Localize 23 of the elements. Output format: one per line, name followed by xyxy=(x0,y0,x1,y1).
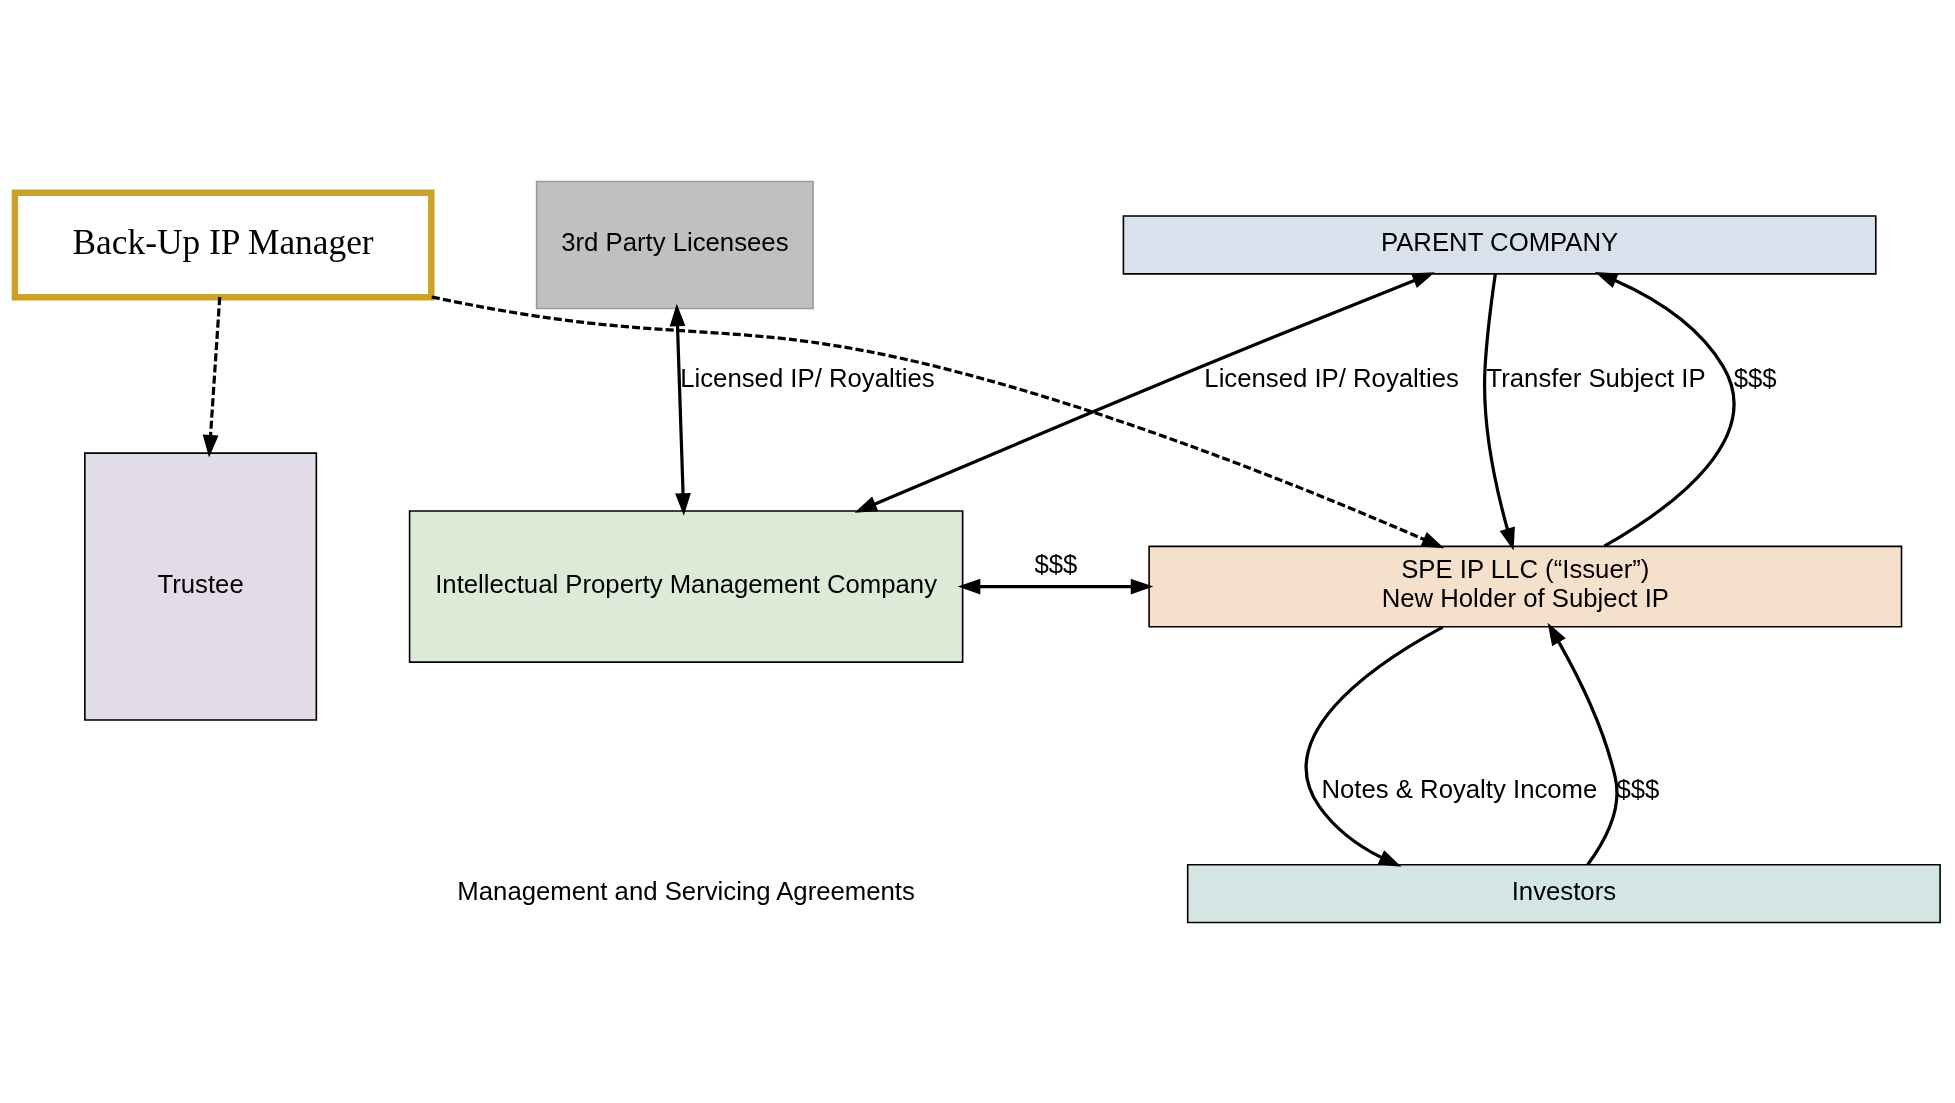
node-box: 3rd Party Licensees xyxy=(535,180,814,309)
node-box: Back-Up IP Manager xyxy=(11,188,435,300)
edge-label: $$$ xyxy=(1034,549,1078,578)
node-box: SPE IP LLC (“Issuer”) New Holder of Subject IP xyxy=(1148,545,1903,628)
arrow xyxy=(854,271,1435,513)
node-box: Investors xyxy=(1186,863,1941,923)
node-box: Intellectual Property Management Company xyxy=(408,509,964,663)
edge-label: Licensed IP/ Royalties xyxy=(1204,363,1459,392)
arrow xyxy=(669,303,691,516)
arrow xyxy=(431,294,1445,548)
arrow xyxy=(1304,625,1444,867)
arrow xyxy=(202,296,222,458)
label: Management and Servicing Agreements xyxy=(457,876,915,905)
arrow xyxy=(1594,271,1736,548)
edge-label: Licensed IP/ Royalties xyxy=(680,363,935,392)
edge-label: Transfer Subject IP xyxy=(1486,363,1706,392)
edge-label: $$$ xyxy=(1733,363,1777,392)
arrow xyxy=(1483,273,1515,550)
node-box: Trustee xyxy=(84,451,318,721)
arrow xyxy=(957,578,1154,594)
node-box: PARENT COMPANY xyxy=(1122,214,1877,275)
edge-label: Notes & Royalty Income xyxy=(1321,774,1598,803)
arrow xyxy=(1547,622,1619,865)
